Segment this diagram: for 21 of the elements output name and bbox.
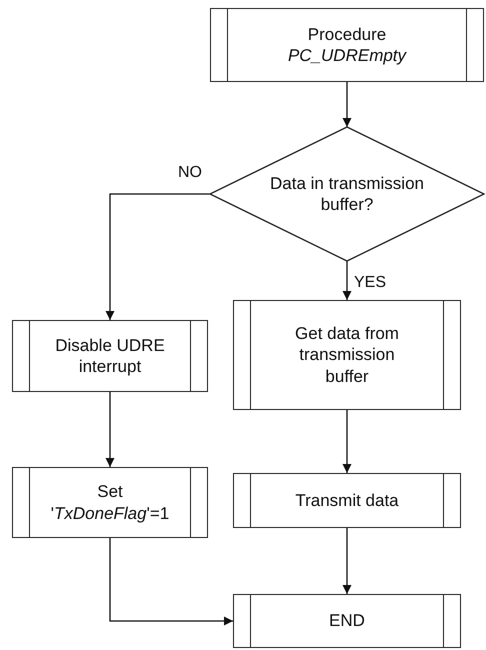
- arrow: [342, 82, 352, 127]
- process-box: [233, 300, 461, 410]
- node-text: Disable UDRE interrupt: [54, 334, 166, 378]
- node-text: END: [329, 610, 365, 632]
- arrow: [342, 410, 352, 473]
- arrow: [342, 261, 352, 300]
- node-text: Data in transmission buffer?: [268, 172, 425, 216]
- process-box: [233, 594, 461, 648]
- node-text: Transmit data: [295, 490, 399, 512]
- node-text: Get data from transmission buffer: [294, 323, 400, 387]
- arrow: [106, 193, 210, 320]
- process-box: [210, 8, 484, 82]
- node-text: Set 'TxDoneFlag'=1: [50, 481, 170, 524]
- decision-diamond: [210, 127, 484, 261]
- process-box: [12, 467, 208, 538]
- arrow: [109, 538, 233, 626]
- arrow: [342, 528, 352, 594]
- process-box: [233, 473, 461, 528]
- node-text: Procedure PC_UDREmpty: [286, 24, 408, 66]
- process-box: [12, 320, 208, 392]
- arrow: [106, 392, 114, 467]
